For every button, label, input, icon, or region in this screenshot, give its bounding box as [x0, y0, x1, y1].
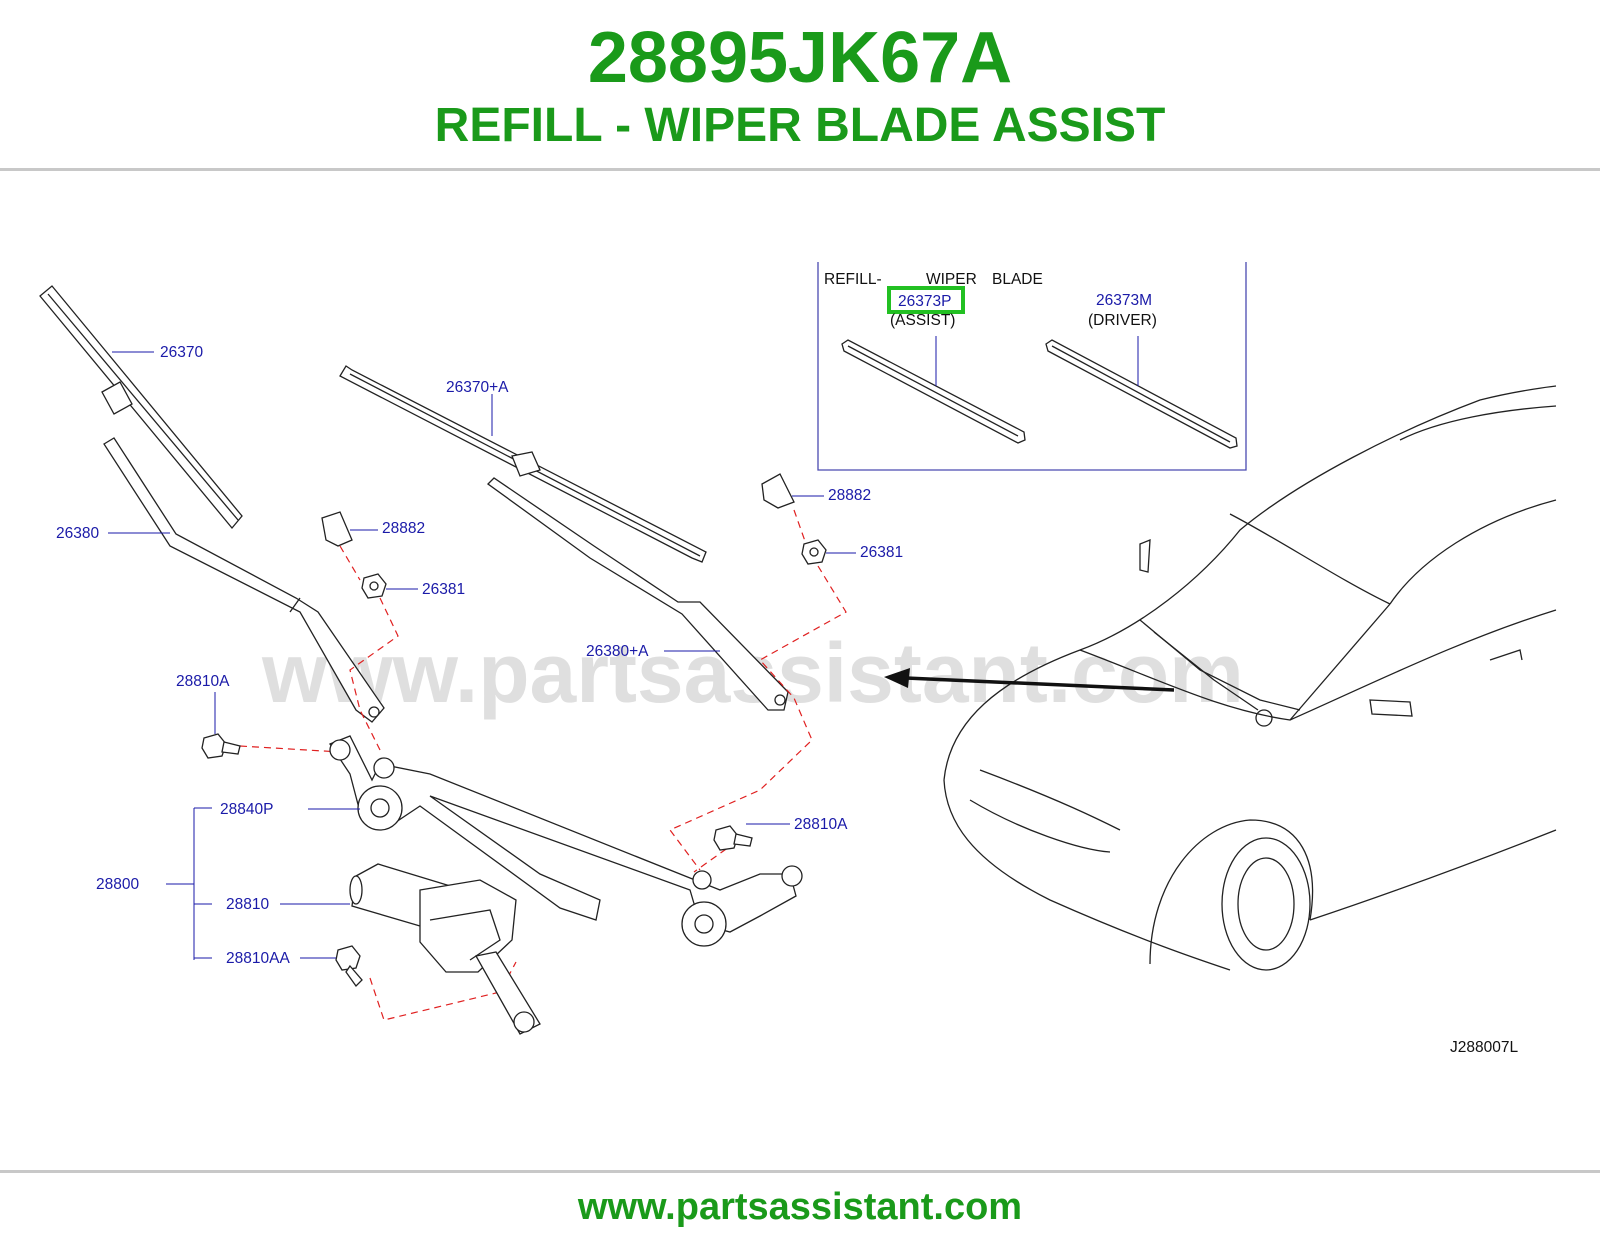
part-label-28882-right[interactable]: 28882	[828, 487, 871, 504]
bolt-left-28810a	[201, 692, 241, 759]
part-label-26370A[interactable]: 26370+A	[446, 379, 509, 396]
driver-note: (DRIVER)	[1088, 312, 1157, 329]
assist-note: (ASSIST)	[890, 312, 955, 329]
wiper-motor	[280, 863, 541, 1035]
bolt-28810aa	[300, 945, 363, 988]
part-label-26381-left[interactable]: 26381	[422, 581, 465, 598]
footer-site-link[interactable]: www.partsassistant.com	[577, 1186, 1023, 1228]
wiper-linkage	[308, 735, 803, 947]
car-illustration	[943, 385, 1557, 971]
header-divider	[0, 168, 1600, 171]
pointer-arrowhead	[884, 668, 910, 688]
part-name-subtitle: REFILL - WIPER BLADE ASSIST	[434, 99, 1166, 152]
part-label-28810A-right[interactable]: 28810A	[794, 816, 848, 833]
nut-left	[361, 573, 418, 599]
footer-divider	[0, 1170, 1600, 1173]
part-label-28840P[interactable]: 28840P	[220, 801, 273, 818]
diagram-code: J288007L	[1450, 1039, 1518, 1056]
part-label-28810[interactable]: 28810	[226, 896, 269, 913]
cap-right	[761, 473, 824, 509]
bolt-right-28810a	[713, 823, 790, 851]
part-label-26381-right[interactable]: 26381	[860, 544, 903, 561]
cap-left	[321, 511, 378, 547]
inset-heading-blade: BLADE	[992, 271, 1043, 288]
part-label-28810A-left[interactable]: 28810A	[176, 673, 230, 690]
wiper-arm-left	[103, 437, 385, 723]
part-label-26373P[interactable]: 26373P	[898, 293, 951, 310]
part-label-28882-left[interactable]: 28882	[382, 520, 425, 537]
part-label-28810AA[interactable]: 28810AA	[226, 950, 290, 967]
inset-heading-wiper: WIPER	[926, 271, 977, 288]
part-label-28800[interactable]: 28800	[96, 876, 139, 893]
diagram-canvas: www.partsassistant.com REFILL- WIPER BLA…	[39, 262, 1557, 1056]
part-number-title: 28895JK67A	[587, 18, 1013, 98]
part-label-26380A[interactable]: 26380+A	[586, 643, 649, 660]
wiper-blade-left	[39, 285, 243, 530]
inset-heading-refill: REFILL-	[824, 271, 882, 288]
wiper-blade-right	[339, 365, 707, 563]
part-label-26370[interactable]: 26370	[160, 344, 203, 361]
part-label-26373M[interactable]: 26373M	[1096, 292, 1152, 309]
refill-inset: REFILL- WIPER BLADE 26373P (ASSIST) 2637…	[817, 262, 1247, 471]
part-label-26380[interactable]: 26380	[56, 525, 99, 542]
parts-diagram: www.partsassistant.com REFILL- WIPER BLA…	[0, 240, 1600, 1100]
highlight-box	[887, 286, 965, 314]
nut-right	[801, 539, 856, 565]
pointer-arrow	[905, 676, 1175, 692]
